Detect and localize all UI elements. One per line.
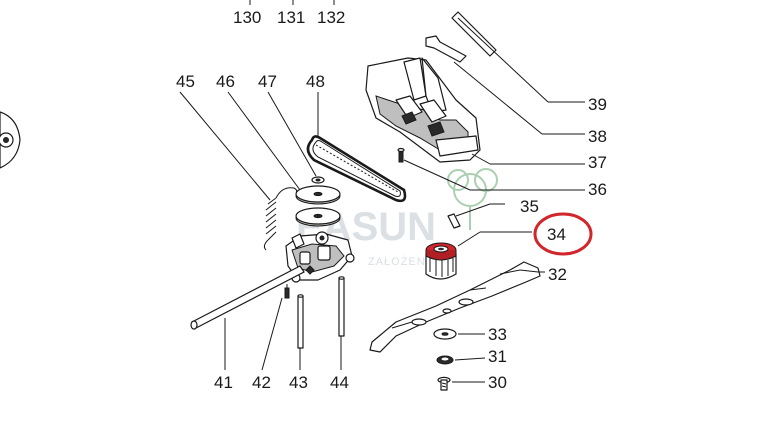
wheel-hub-part xyxy=(0,111,21,169)
bolt-part: 30 xyxy=(437,373,507,392)
callout-43: 43 xyxy=(289,373,308,392)
callout-45: 45 xyxy=(176,72,195,91)
callouts-upper-right: 39 38 37 36 xyxy=(588,95,607,199)
callout-46: 46 xyxy=(216,72,235,91)
callout-39: 39 xyxy=(588,95,607,114)
callout-34: 34 xyxy=(547,225,566,244)
callout-30: 30 xyxy=(488,373,507,392)
callout-132: 132 xyxy=(317,8,345,27)
callout-35: 35 xyxy=(520,197,539,216)
callout-130: 130 xyxy=(233,8,261,27)
rods-part xyxy=(297,276,345,349)
leaders-upper-left xyxy=(179,91,319,201)
leaders-lower-left xyxy=(224,297,342,371)
lock-washer-part: 31 xyxy=(436,347,507,366)
blade-adapter-pulley-part xyxy=(425,231,532,280)
watermark-sub-text: ZAŁOŻENIA xyxy=(368,255,438,268)
key-part: 35 xyxy=(447,197,539,229)
callout-32: 32 xyxy=(548,265,567,284)
callout-37: 37 xyxy=(588,153,607,172)
callout-36: 36 xyxy=(588,180,607,199)
leaders-upper-right xyxy=(403,17,585,191)
callout-131: 131 xyxy=(277,8,305,27)
washer-part: 33 xyxy=(433,325,507,344)
callout-41: 41 xyxy=(214,373,233,392)
screw-part xyxy=(397,147,405,163)
pin-part xyxy=(284,284,290,299)
deflector-housing-part xyxy=(365,57,481,163)
blade-part: 32 xyxy=(369,261,567,353)
callouts-upper-left: 45 46 47 48 xyxy=(176,72,325,91)
callout-48: 48 xyxy=(306,72,325,91)
callouts-lower-left: 41 42 43 44 xyxy=(214,373,349,392)
callout-47: 47 xyxy=(258,72,277,91)
bracket-part xyxy=(425,35,467,63)
drive-axle-part xyxy=(190,265,305,330)
spring-part xyxy=(263,187,298,251)
callout-38: 38 xyxy=(588,127,607,146)
highlight-callout-34: 34 xyxy=(533,212,593,256)
pulley-discs-part xyxy=(295,176,341,227)
callout-33: 33 xyxy=(488,325,507,344)
drive-belt-part xyxy=(306,135,407,203)
callout-31: 31 xyxy=(488,347,507,366)
callout-42: 42 xyxy=(252,373,271,392)
top-callouts: 130 131 132 xyxy=(233,0,345,27)
callout-44: 44 xyxy=(330,373,349,392)
